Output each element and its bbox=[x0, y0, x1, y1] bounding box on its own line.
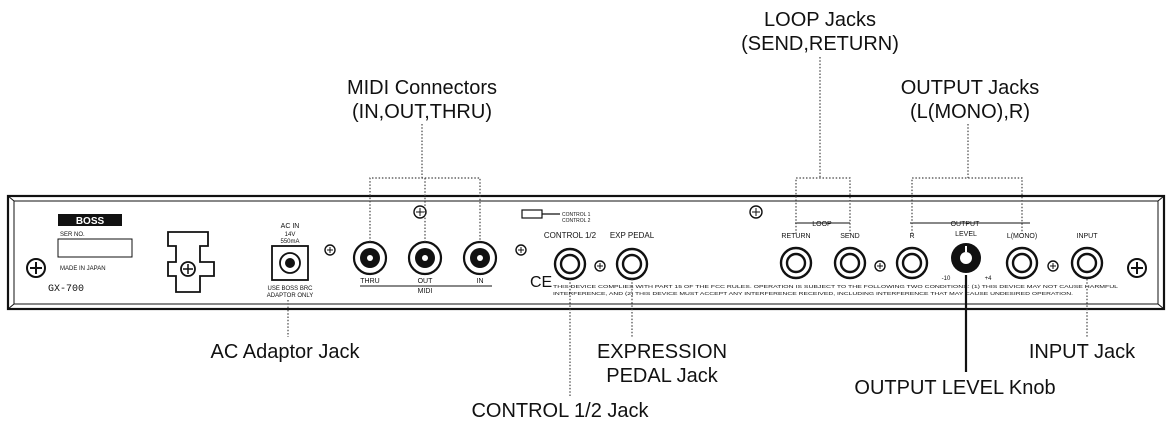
small-screw-3 bbox=[413, 205, 427, 219]
output-l-mono-label: L(MONO) bbox=[1007, 233, 1037, 240]
midi-label: MIDI bbox=[418, 288, 433, 295]
ce-mark: CE bbox=[530, 274, 552, 291]
small-screw-5 bbox=[594, 260, 606, 272]
level-label: LEVEL bbox=[955, 231, 977, 238]
exp-pedal-jack bbox=[615, 247, 649, 281]
output-r-label: R bbox=[909, 233, 914, 240]
screw-right bbox=[1127, 258, 1147, 278]
output-l-mono-jack bbox=[1005, 246, 1039, 280]
callout-ac-adaptor: AC Adaptor Jack bbox=[210, 341, 360, 363]
control-plug-icon bbox=[521, 209, 560, 219]
output-label: OUTPUT bbox=[951, 221, 981, 228]
brand-text: BOSS bbox=[76, 216, 105, 227]
boss-logo bbox=[58, 214, 122, 226]
small-screw-4 bbox=[749, 205, 763, 219]
model-label: GX-700 bbox=[48, 284, 84, 295]
ac-voltage-label: 14V bbox=[285, 232, 296, 238]
small-screw-6 bbox=[874, 260, 886, 272]
serial-box bbox=[57, 238, 133, 258]
fcc-notice-line1: THIS DEVICE COMPLIES WITH PART 15 OF THE… bbox=[553, 284, 1119, 289]
control-1-label: CONTROL 1 bbox=[562, 212, 591, 218]
callout-expression-line2: PEDAL Jack bbox=[606, 365, 718, 387]
callout-input: INPUT Jack bbox=[1028, 341, 1136, 363]
made-in-label: MADE IN JAPAN bbox=[60, 266, 106, 272]
screw-left bbox=[26, 258, 46, 278]
adaptor-note-1: USE BOSS BRC bbox=[267, 286, 313, 292]
leader-lines bbox=[287, 57, 1088, 396]
send-label: SEND bbox=[840, 233, 859, 240]
ac-adaptor-jack bbox=[271, 245, 309, 281]
level-min-label: -10 bbox=[942, 276, 951, 282]
midi-thru-connector bbox=[352, 240, 388, 276]
midi-out-connector bbox=[407, 240, 443, 276]
callout-midi: MIDI Connectors (IN,OUT,THRU) bbox=[322, 76, 522, 124]
control-2-label: CONTROL 2 bbox=[562, 218, 591, 224]
callout-midi-line1: MIDI Connectors bbox=[346, 77, 498, 99]
fcc-notice-line2: INTERFERENCE, AND (2) THIS DEVICE MUST A… bbox=[553, 291, 1073, 296]
ser-no-label: SER NO. bbox=[60, 232, 85, 238]
midi-in-connector bbox=[462, 240, 498, 276]
callout-output-line2: (L(MONO),R) bbox=[910, 101, 1030, 123]
input-jack bbox=[1070, 246, 1104, 280]
return-label: RETURN bbox=[781, 233, 810, 240]
callout-loop-line1: LOOP Jacks bbox=[764, 9, 876, 31]
output-level-knob bbox=[951, 243, 981, 273]
adaptor-note-2: ADAPTOR ONLY bbox=[267, 293, 313, 299]
callout-midi-line2: (IN,OUT,THRU) bbox=[352, 101, 492, 123]
midi-in-label: IN bbox=[477, 278, 484, 285]
ac-in-label: AC IN bbox=[281, 223, 300, 230]
callout-output: OUTPUT Jacks (L(MONO),R) bbox=[880, 76, 1060, 124]
cable-hook bbox=[167, 231, 215, 293]
midi-thru-label: THRU bbox=[360, 278, 379, 285]
level-max-label: +4 bbox=[985, 276, 993, 282]
callout-output-line1: OUTPUT Jacks bbox=[900, 77, 1040, 99]
callout-expression: EXPRESSION PEDAL Jack bbox=[572, 340, 752, 388]
loop-label: LOOP bbox=[812, 221, 832, 228]
loop-return-jack bbox=[779, 246, 813, 280]
callout-output-level: OUTPUT LEVEL Knob bbox=[854, 377, 1056, 399]
loop-send-jack bbox=[833, 246, 867, 280]
input-panel-label: INPUT bbox=[1077, 233, 1099, 240]
midi-out-label: OUT bbox=[418, 278, 434, 285]
callout-loop-line2: (SEND,RETURN) bbox=[741, 33, 899, 55]
control-jack-label: CONTROL 1/2 bbox=[544, 231, 597, 240]
small-screw-1 bbox=[324, 244, 336, 256]
output-r-jack bbox=[895, 246, 929, 280]
callout-expression-line1: EXPRESSION bbox=[596, 341, 728, 363]
small-screw-2 bbox=[515, 244, 527, 256]
small-screw-7 bbox=[1047, 260, 1059, 272]
callout-control: CONTROL 1/2 Jack bbox=[471, 400, 649, 422]
control-jack bbox=[553, 247, 587, 281]
callout-loop: LOOP Jacks (SEND,RETURN) bbox=[735, 8, 905, 56]
exp-pedal-label: EXP PEDAL bbox=[610, 231, 655, 240]
ac-current-label: 550mA bbox=[280, 239, 299, 245]
